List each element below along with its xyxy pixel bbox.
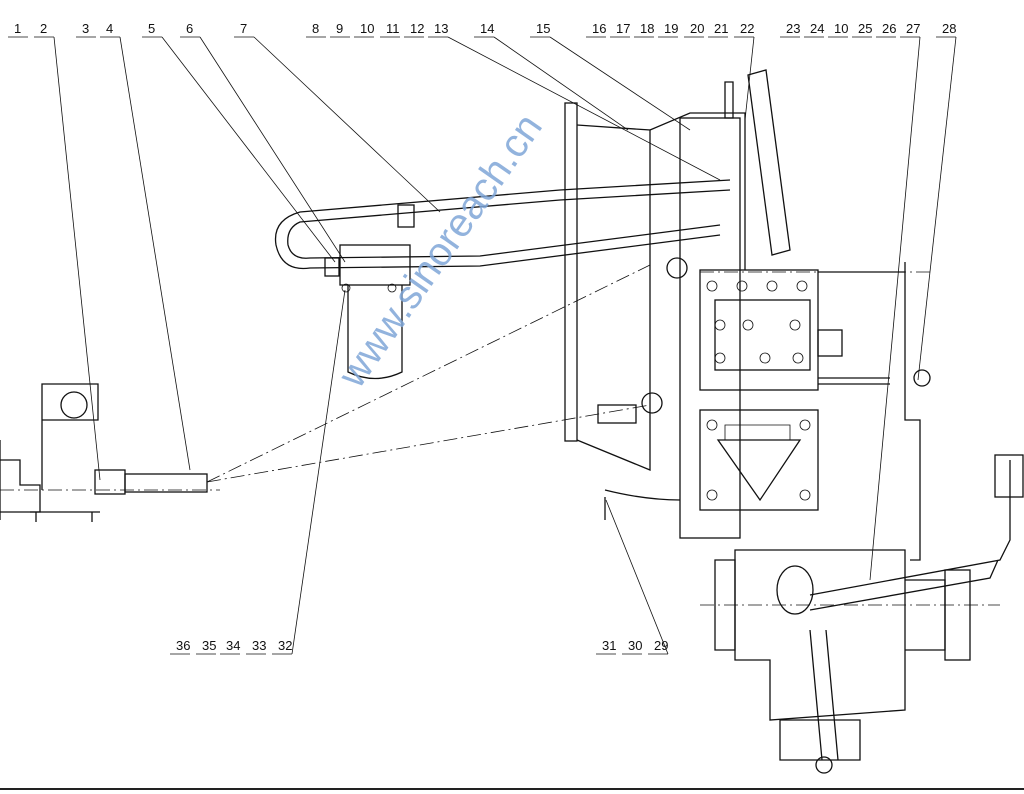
part-label-28: 28	[942, 21, 956, 36]
control-linkage-lines	[206, 264, 651, 483]
leader-line	[493, 36, 629, 131]
right-linkage	[700, 262, 931, 561]
part-label-6: 6	[186, 21, 193, 36]
leader-line	[53, 36, 101, 481]
part-label-18: 18	[640, 21, 654, 36]
actuator-rod	[94, 469, 208, 495]
part-label-29: 29	[654, 638, 668, 653]
part-label-2: 2	[40, 21, 47, 36]
leader-line	[253, 36, 441, 213]
part-label-19: 19	[664, 21, 678, 36]
part-label-33: 33	[252, 638, 266, 653]
cable	[604, 489, 681, 520]
part-label-31: 31	[602, 638, 616, 653]
part-label-21: 21	[714, 21, 728, 36]
filter	[339, 244, 411, 380]
part-label-5: 5	[148, 21, 155, 36]
left-bracket	[0, 383, 220, 522]
part-label-15: 15	[536, 21, 550, 36]
leader-line	[549, 36, 691, 131]
leader-line	[869, 36, 921, 581]
part-label-9: 9	[336, 21, 343, 36]
part-label-36: 36	[176, 638, 190, 653]
leader-line	[605, 499, 669, 655]
leader-line	[199, 36, 346, 263]
part-label-3: 3	[82, 21, 89, 36]
part-label-13: 13	[434, 21, 448, 36]
pipe-loop	[274, 179, 731, 277]
part-label-8: 8	[312, 21, 319, 36]
part-label-1: 1	[14, 21, 21, 36]
leader-line	[447, 36, 721, 181]
bolts	[706, 280, 808, 364]
part-label-20: 20	[690, 21, 704, 36]
leader-line	[119, 36, 191, 471]
part-label-10: 10	[360, 21, 374, 36]
part-label-11: 11	[386, 21, 400, 36]
part-label-7: 7	[240, 21, 247, 36]
bottom-border	[0, 788, 1024, 790]
part-label-26: 26	[882, 21, 896, 36]
part-label-25: 25	[858, 21, 872, 36]
leader-line	[917, 36, 957, 381]
part-label-22: 22	[740, 21, 754, 36]
leader-lines	[53, 36, 957, 655]
mounting-plate	[564, 102, 746, 539]
part-label-23: 23	[786, 21, 800, 36]
leader-line	[161, 36, 336, 263]
part-label-16: 16	[592, 21, 606, 36]
leader-line	[744, 36, 755, 121]
part-label-12: 12	[410, 21, 424, 36]
diaphragm-housing	[699, 409, 819, 511]
part-label-27: 27	[906, 21, 920, 36]
part-label-34: 34	[226, 638, 240, 653]
leader-line	[291, 289, 346, 655]
part-label-24: 24	[810, 21, 824, 36]
lever-arm	[724, 69, 791, 256]
valve-block	[699, 269, 890, 391]
part-label-32: 32	[278, 638, 292, 653]
gearbox	[700, 454, 1024, 774]
part-label-30: 30	[628, 638, 642, 653]
part-label-17: 17	[616, 21, 630, 36]
part-label-35: 35	[202, 638, 216, 653]
part-label-10: 10	[834, 21, 848, 36]
part-label-14: 14	[480, 21, 494, 36]
part-label-4: 4	[106, 21, 113, 36]
